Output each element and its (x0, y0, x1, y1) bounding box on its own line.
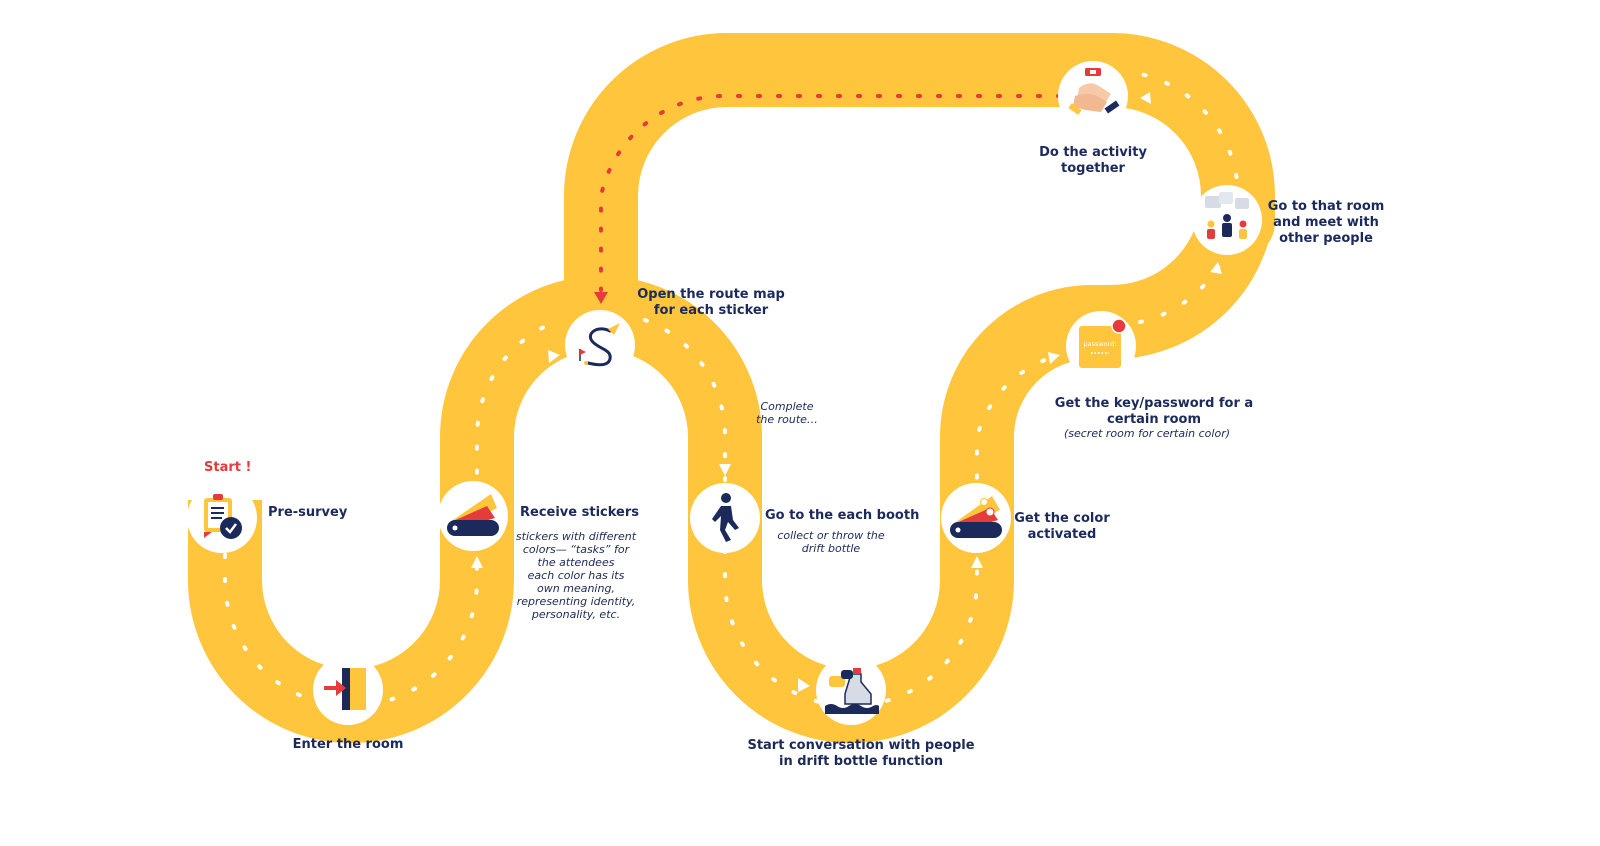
route-map-icon (579, 323, 620, 367)
clipboard-check-icon (204, 494, 242, 539)
note-complete-route: Complete the route… (756, 400, 818, 426)
direction-arrows (471, 92, 1222, 692)
door-enter-icon (324, 668, 366, 710)
step-go-to-booth (690, 483, 760, 553)
note-go-to-booth: collect or throw the drift bottle (777, 529, 885, 555)
road-dashes (223, 70, 1241, 709)
step-color-activated (941, 483, 1011, 553)
password-card-text: password: (1083, 340, 1116, 348)
step-meet-people (1192, 185, 1262, 255)
step-pre-survey (187, 483, 257, 553)
arrow-left-1 (1140, 92, 1151, 104)
sticker-swatch-icon (447, 494, 499, 536)
label-get-key: Get the key/password for a certain room (1054, 396, 1254, 427)
arrow-down-red (594, 292, 608, 304)
step-do-activity (1058, 61, 1128, 131)
label-color-activated: Get the color activated (1014, 511, 1110, 542)
arrow-up-1 (471, 556, 483, 568)
start-label: Start ! (204, 460, 252, 475)
route-red-dots (599, 93, 1062, 292)
label-do-activity: Do the activity together (1039, 145, 1147, 176)
note-get-key: (secret room for certain color) (1063, 427, 1231, 440)
hands-together-icon (1068, 68, 1120, 115)
sticker-swatch-check-icon (950, 496, 1002, 538)
step-enter-room (313, 655, 383, 725)
label-pre-survey: Pre-survey (268, 505, 348, 520)
label-enter-room: Enter the room (292, 737, 404, 752)
arrow-down-1 (719, 464, 731, 476)
arrow-right-2 (798, 678, 810, 692)
arrow-right-1 (548, 350, 560, 363)
drift-bottle-chat-icon (825, 668, 879, 714)
label-open-route-map: Open the route map for each sticker (637, 287, 785, 318)
note-receive-stickers: stickers with different colors— “tasks” … (515, 530, 637, 621)
step-start-conversation (816, 655, 886, 725)
arrow-right-3 (1048, 352, 1060, 364)
step-receive-stickers (438, 481, 508, 551)
label-start-conversation: Start conversation with people in drift … (747, 738, 975, 769)
walking-person-icon (712, 493, 739, 542)
step-open-route-map (565, 310, 635, 380)
arrow-up-3 (1210, 262, 1222, 274)
people-meeting-icon (1205, 192, 1249, 239)
step-get-key: password: (1066, 311, 1136, 381)
label-go-to-booth: Go to the each booth (765, 508, 920, 523)
label-receive-stickers: Receive stickers (520, 505, 639, 520)
arrow-up-2 (971, 556, 983, 568)
label-meet-people: Go to that room and meet with other peop… (1267, 199, 1385, 246)
password-card-icon: password: (1079, 318, 1127, 368)
